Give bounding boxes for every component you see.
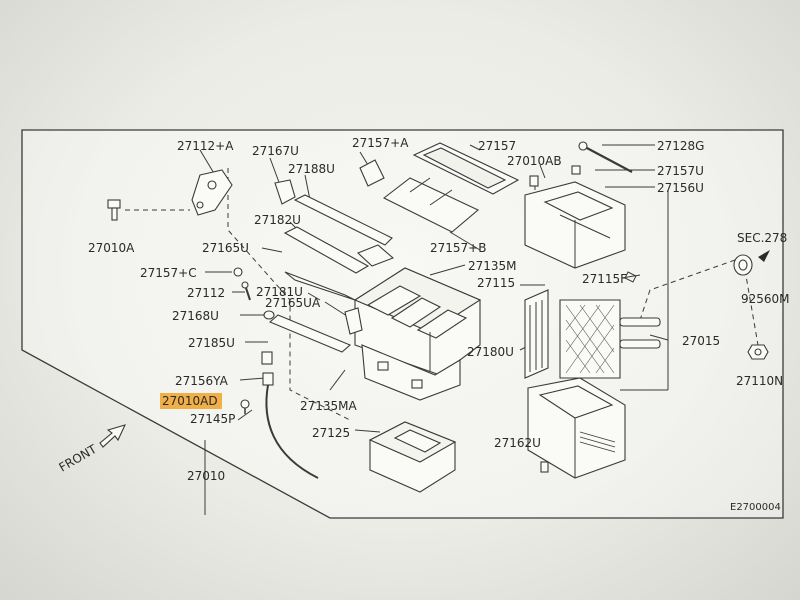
label-27157U: 27157U — [657, 164, 704, 178]
label-27112: 27112 — [187, 286, 225, 300]
label-27125: 27125 — [312, 426, 350, 440]
label-27188U: 27188U — [288, 162, 335, 176]
clip-27157C — [233, 267, 243, 277]
screw-27010AD — [240, 399, 250, 414]
label-92560M: 92560M — [741, 292, 790, 306]
label-27135MA: 27135MA — [300, 399, 358, 413]
screw-27010AB — [529, 175, 539, 187]
door-27185U — [268, 314, 352, 353]
label-27167U: 27167U — [252, 144, 299, 158]
label-27128G: 27128G — [657, 139, 704, 153]
clip-27157U — [571, 165, 581, 175]
arrow-sec278 — [758, 250, 770, 262]
label-27112A: 27112+A — [177, 139, 234, 153]
label-27010: 27010 — [187, 469, 225, 483]
label-27157B: 27157+B — [430, 241, 486, 255]
rod-27128G — [578, 141, 633, 173]
heater-core-27015 — [559, 299, 661, 379]
label-27185U: 27185U — [188, 336, 235, 350]
label-27157: 27157 — [478, 139, 516, 153]
label-27157A: 27157+A — [352, 136, 409, 150]
label-27010AB: 27010AB — [507, 154, 562, 168]
grommet-92560M — [733, 254, 753, 276]
label-27162U: 27162U — [494, 436, 541, 450]
heater-case-27135M — [353, 267, 482, 376]
label-27180U: 27180U — [467, 345, 514, 359]
case-27162U — [527, 377, 626, 479]
assembly-dashed-boundary — [227, 168, 351, 421]
label-27135M: 27135M — [468, 259, 517, 273]
nut-27110N — [747, 344, 769, 360]
label-27145P: 27145P — [190, 412, 235, 426]
evaporator-27115 — [524, 289, 549, 379]
link-27112 — [241, 281, 251, 301]
label-27165U: 27165U — [202, 241, 249, 255]
label-27168U: 27168U — [172, 309, 219, 323]
label-front: FRONT — [57, 442, 100, 475]
label-27010A: 27010A — [88, 241, 135, 255]
seal-strip-27188U — [293, 194, 393, 246]
label-sec278: SEC.278 — [737, 231, 787, 245]
clip-27115F — [624, 271, 637, 283]
label-27182U: 27182U — [254, 213, 301, 227]
heater-case-27135MA — [361, 344, 461, 401]
dashed-leader-92560M — [744, 269, 759, 346]
label-27165UA: 27165UA — [265, 296, 321, 310]
diagram-code: E2700004 — [730, 502, 781, 513]
part-labels: 27112+A 27167U 27157+A 27157 27128G 2701… — [57, 136, 790, 513]
clip-27156YA — [261, 351, 274, 386]
label-27181U: 27181U — [256, 285, 303, 299]
front-arrow-icon — [99, 424, 127, 448]
door-27182U — [283, 226, 395, 274]
highlight-27010AD — [160, 393, 222, 409]
label-27156U: 27156U — [657, 181, 704, 195]
duct-27125 — [368, 421, 457, 493]
label-27115F: 27115F — [582, 272, 627, 286]
label-27115: 27115 — [477, 276, 515, 290]
filter-frame-27157 — [412, 142, 520, 195]
bushing-27168U — [263, 310, 275, 320]
label-27015: 27015 — [682, 334, 720, 348]
filter-frame-27157B — [382, 177, 480, 233]
label-27010AD: 27010AD — [162, 394, 218, 408]
bolt-27010A — [107, 199, 121, 221]
dashed-leader-sec278 — [639, 259, 736, 321]
link-27112A — [191, 169, 233, 216]
label-27156YA: 27156YA — [175, 374, 229, 388]
clip-27157A — [359, 159, 385, 187]
label-27110N: 27110N — [736, 374, 783, 388]
lever-27167U — [274, 179, 296, 205]
case-27156U — [524, 181, 626, 269]
cable-27145P — [265, 384, 319, 479]
label-27157C: 27157+C — [140, 266, 197, 280]
screw-27162U — [540, 461, 549, 473]
lever-27165UA — [344, 307, 363, 335]
